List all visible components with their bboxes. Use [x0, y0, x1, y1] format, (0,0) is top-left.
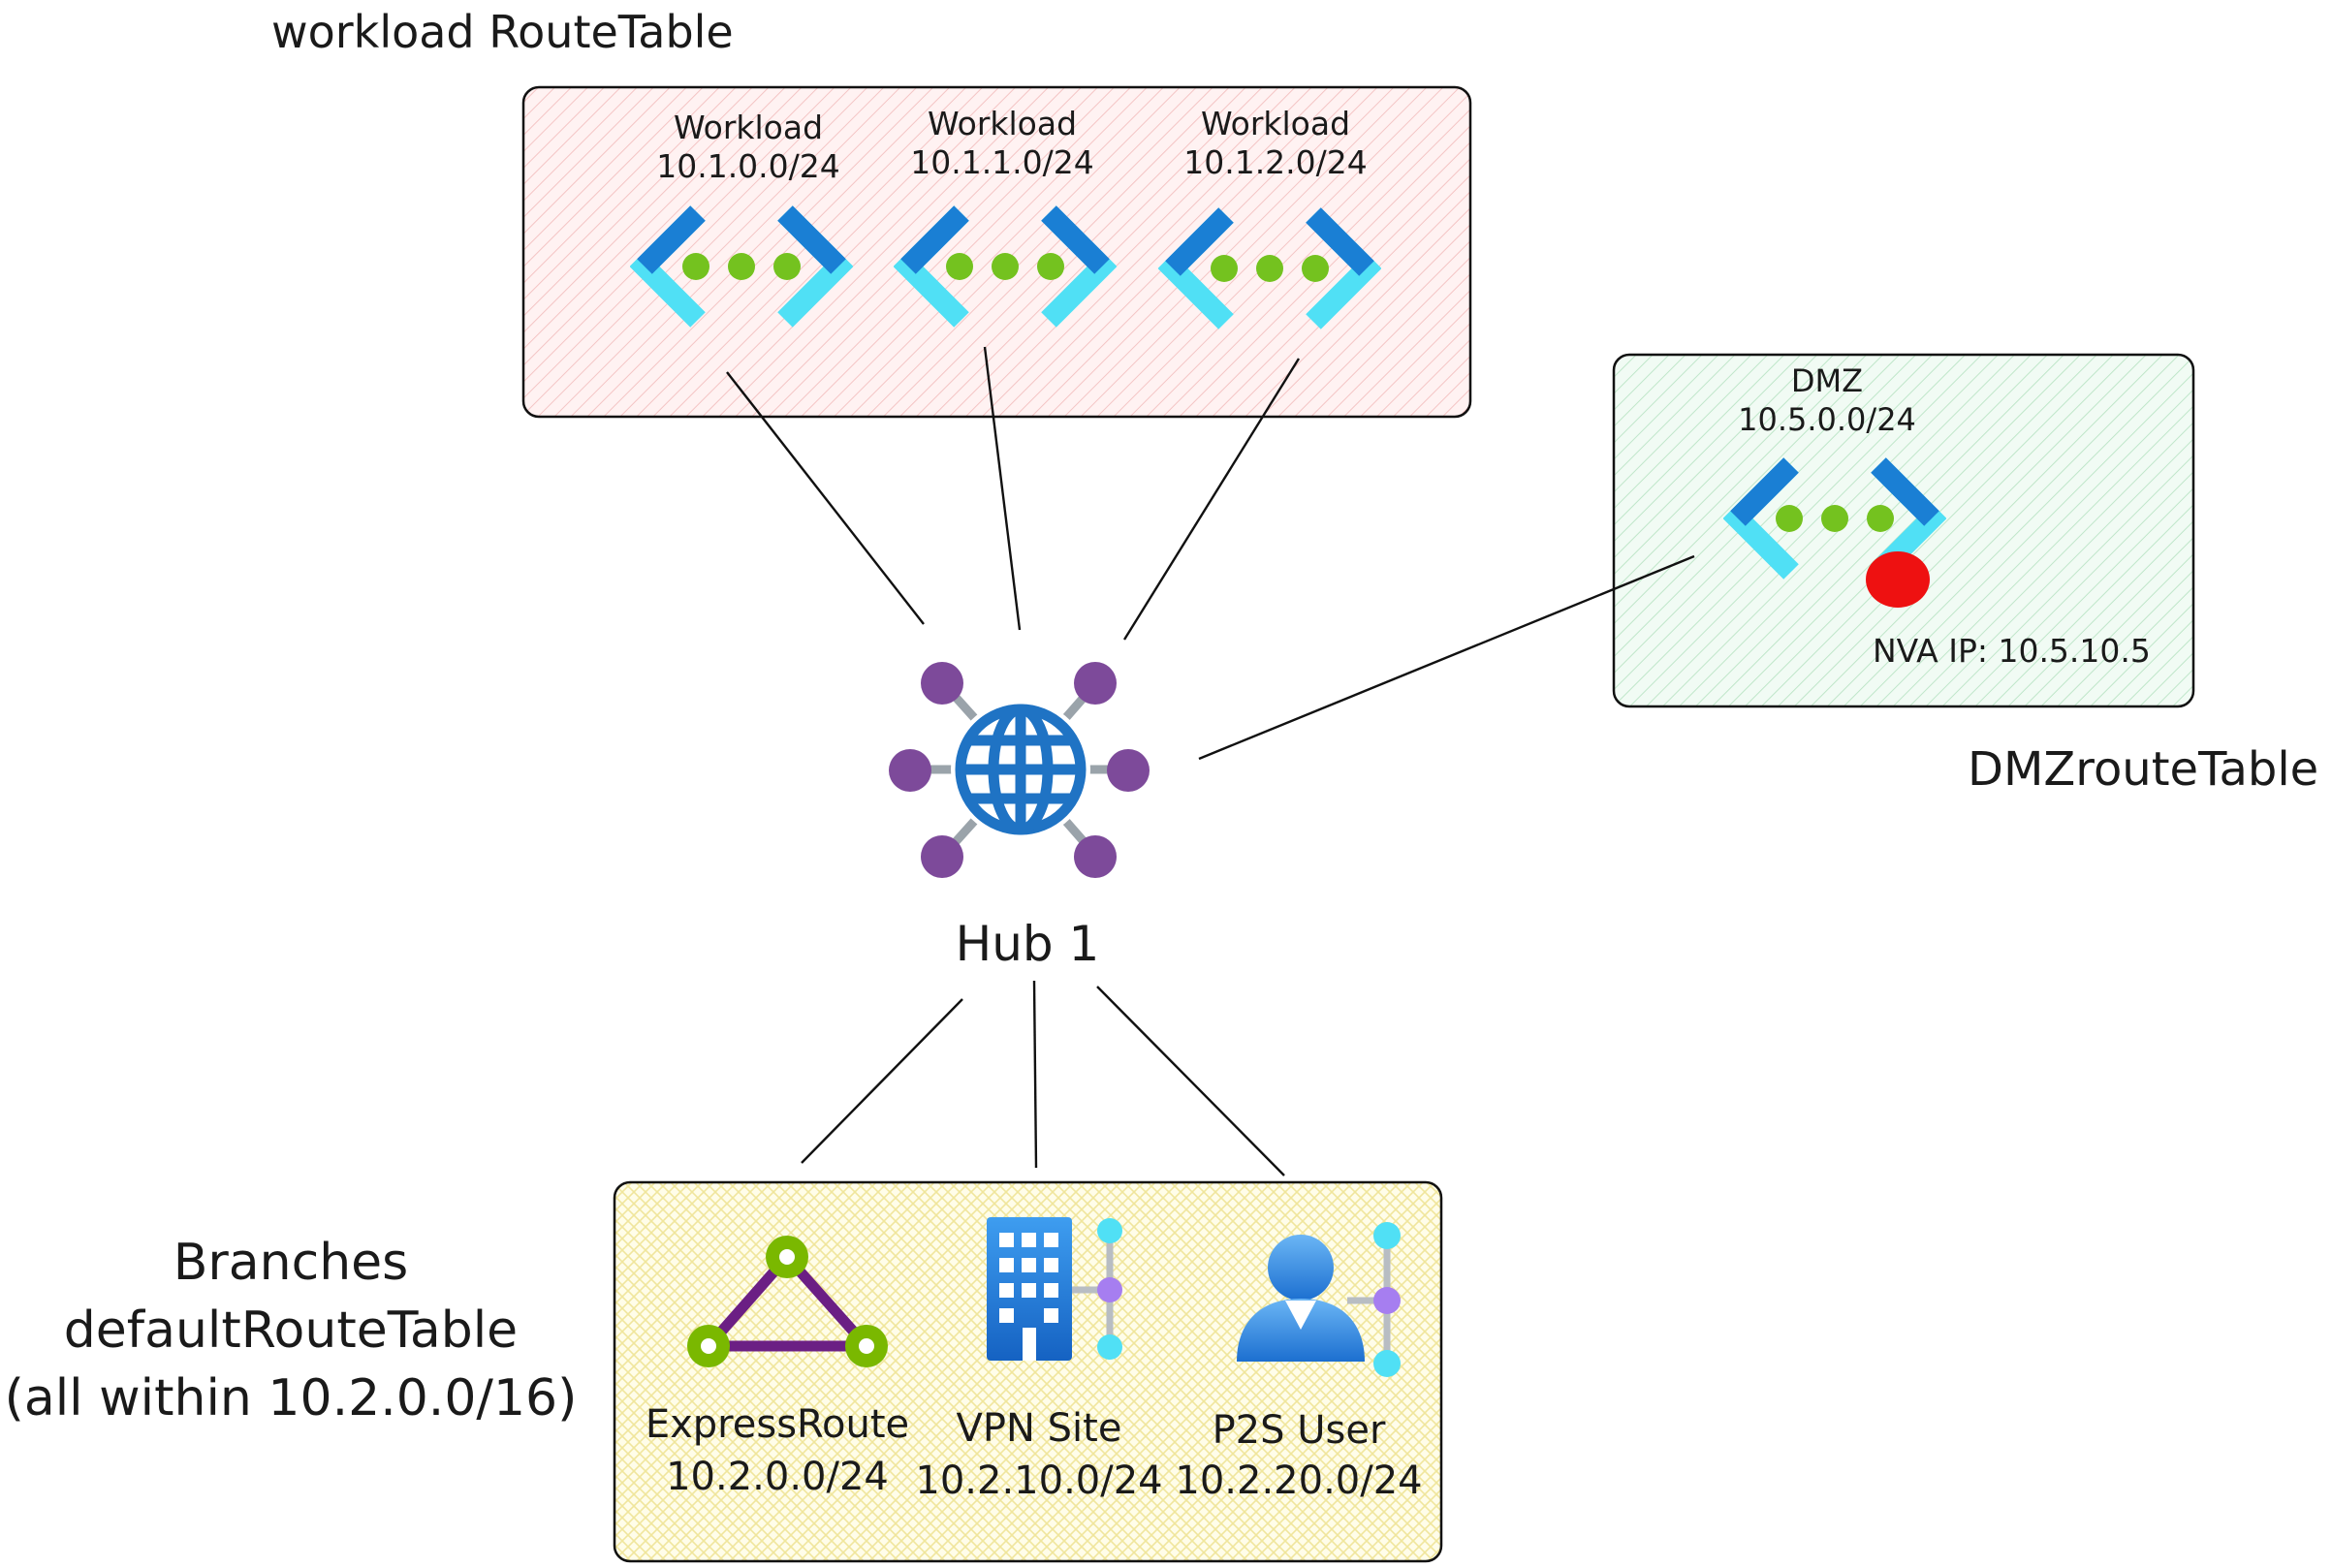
branches-group-box	[613, 1180, 1443, 1563]
workload-group-box	[521, 85, 1472, 419]
vnet-name-dmz: DMZ	[1790, 362, 1864, 399]
branch-name-vpn-site: VPN Site	[956, 1406, 1122, 1451]
link-workload-1	[726, 371, 925, 625]
vnet-prefix-workload-1: 10.1.0.0/24	[656, 147, 840, 185]
workload-group-title: workload RouteTable	[271, 6, 734, 58]
dmz-group-box	[1612, 353, 2195, 708]
connectors	[726, 346, 1695, 1176]
building-icon	[987, 1217, 1122, 1361]
vnet-prefix-dmz: 10.5.0.0/24	[1738, 401, 1916, 438]
branch-name-p2s-user: P2S User	[1212, 1408, 1386, 1453]
user-icon	[1237, 1222, 1401, 1377]
link-p2s-user	[1096, 986, 1285, 1176]
link-expressroute	[801, 998, 963, 1164]
virtual-hub-globe-icon	[889, 662, 1150, 878]
vnet-prefix-workload-2: 10.1.1.0/24	[910, 143, 1094, 181]
dmz-group-title: DMZrouteTable	[1968, 742, 2319, 797]
branch-prefix-vpn-site: 10.2.10.0/24	[915, 1458, 1163, 1503]
link-workload-2	[983, 346, 1022, 631]
link-workload-3	[1122, 358, 1301, 641]
branches-title-line-3: (all within 10.2.0.0/16)	[4, 1369, 578, 1427]
branches-title-line-2: defaultRouteTable	[63, 1301, 519, 1360]
link-dmz	[1198, 554, 1695, 761]
nva-ip-label: NVA IP: 10.5.10.5	[1873, 632, 2151, 670]
vnet-name-workload-2: Workload	[927, 105, 1078, 142]
branches-title-line-1: Branches	[173, 1234, 409, 1292]
nva-marker	[1866, 551, 1930, 608]
branch-name-expressroute: ExpressRoute	[645, 1402, 910, 1447]
expressroute-icon	[687, 1236, 888, 1367]
vnet-name-workload-3: Workload	[1200, 105, 1351, 142]
vnet-prefix-workload-3: 10.1.2.0/24	[1183, 143, 1368, 181]
branch-prefix-expressroute: 10.2.0.0/24	[666, 1455, 889, 1499]
link-vpn-site	[1032, 980, 1038, 1169]
hub-label: Hub 1	[955, 916, 1100, 972]
vnet-name-workload-1: Workload	[673, 109, 824, 146]
branch-prefix-p2s-user: 10.2.20.0/24	[1175, 1458, 1423, 1503]
